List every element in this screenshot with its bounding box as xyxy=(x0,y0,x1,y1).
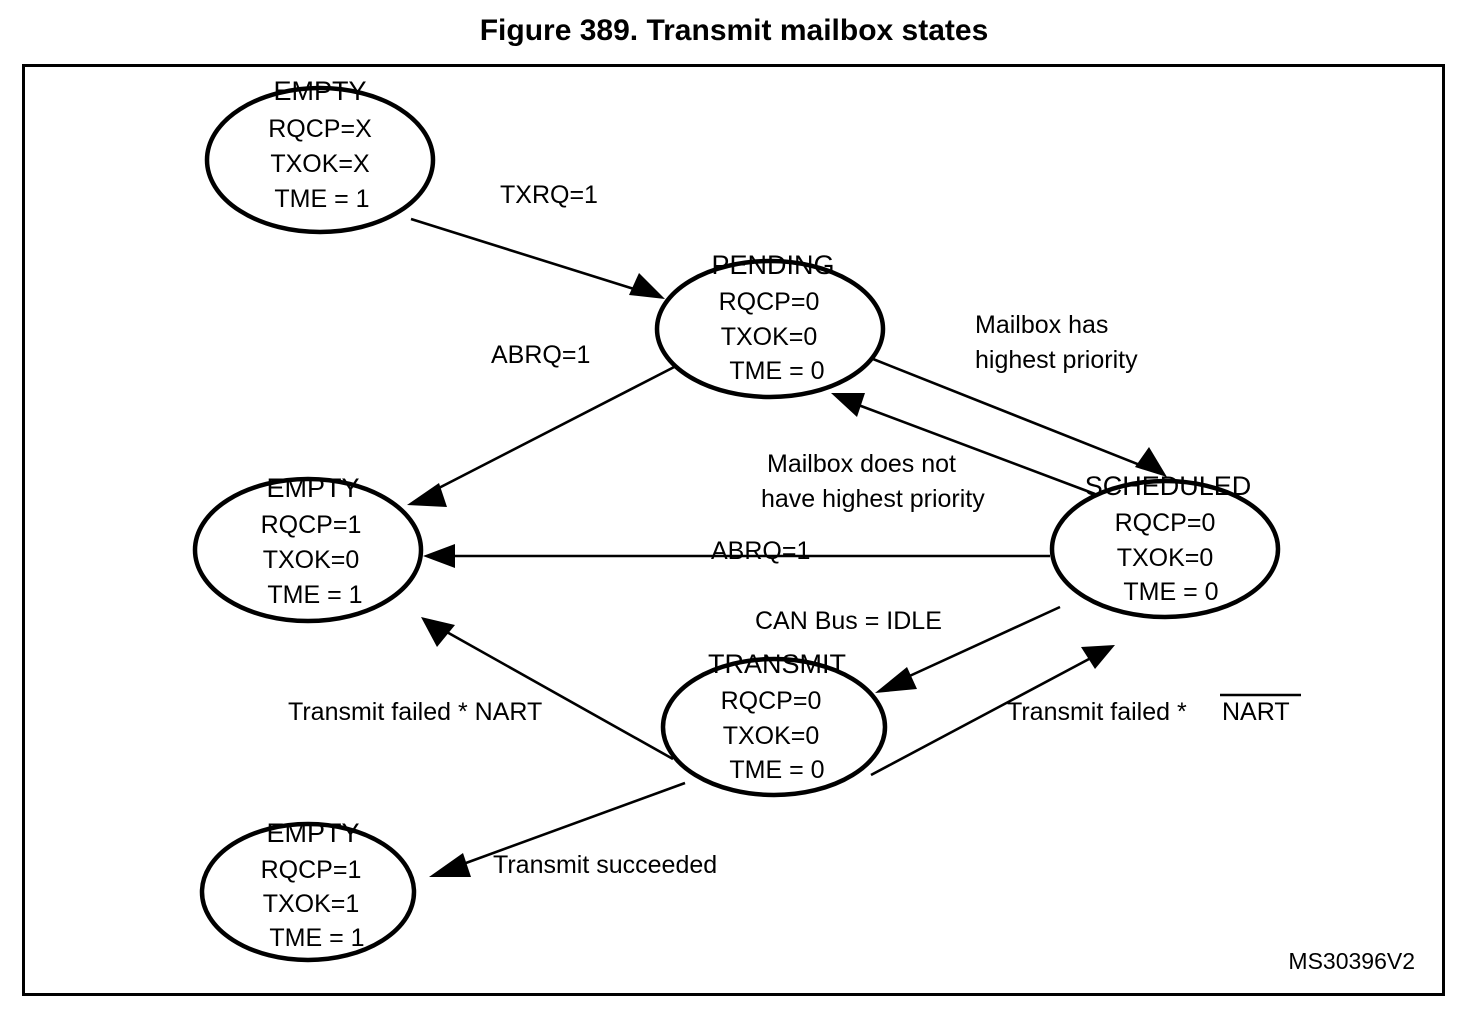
state-ellipse[interactable] xyxy=(192,476,424,624)
state-field: TXOK=1 xyxy=(263,890,360,918)
state-field: TME = 0 xyxy=(729,756,824,784)
state-field: RQCP=0 xyxy=(721,687,822,715)
state-field: TXOK=X xyxy=(270,150,370,178)
state-ellipse[interactable] xyxy=(204,85,436,235)
edge-line xyxy=(432,362,681,493)
edge-line xyxy=(872,357,1156,473)
edge-line xyxy=(444,629,674,761)
edge-label-text: Transmit failed * NART xyxy=(288,698,542,726)
state-ellipse[interactable] xyxy=(199,821,417,963)
transition-pending-to-scheduled xyxy=(872,357,1167,477)
state-field: TXOK=0 xyxy=(723,722,820,750)
state-name: PENDING xyxy=(711,250,834,280)
edge-label-line: have highest priority xyxy=(761,485,985,513)
edge-label-line: highest priority xyxy=(975,346,1138,374)
edge-label-prefix: Transmit failed * xyxy=(1007,698,1187,726)
arrow-head xyxy=(831,393,865,417)
arrow-head xyxy=(407,483,447,507)
arrow-head xyxy=(429,853,471,877)
edge-label-line: Mailbox does not xyxy=(767,450,956,478)
state-empty-initial[interactable]: EMPTY RQCP=X TXOK=X TME = 1 xyxy=(204,76,436,235)
transition-scheduled-to-empty xyxy=(423,544,1050,568)
arrow-head xyxy=(629,273,665,299)
state-transmit[interactable]: TRANSMIT RQCP=0 TXOK=0 TME = 0 xyxy=(660,649,888,798)
edge-label-transmit-failed-nart-bar: Transmit failed * NART xyxy=(1007,693,1301,726)
transition-transmit-to-empty-succeeded xyxy=(429,781,686,877)
state-name: EMPTY xyxy=(273,76,366,106)
figure-corner-code: MS30396V2 xyxy=(1288,948,1415,974)
transition-empty-to-pending xyxy=(410,217,665,299)
state-empty-succeeded[interactable]: EMPTY RQCP=1 TXOK=1 TME = 1 xyxy=(199,818,417,963)
state-field: RQCP=1 xyxy=(261,511,362,539)
state-field: TME = 0 xyxy=(1123,578,1218,606)
edge-label-line: Mailbox has xyxy=(975,311,1108,339)
state-field: TXOK=0 xyxy=(721,323,818,351)
state-ellipse[interactable] xyxy=(1049,478,1281,620)
edge-label-abrq-pending: ABRQ=1 xyxy=(491,341,590,369)
page-title: Figure 389. Transmit mailbox states xyxy=(479,14,989,47)
transition-pending-to-empty xyxy=(407,362,681,507)
edge-label-mailbox-no-priority: Mailbox does not have highest priority xyxy=(761,450,985,513)
state-field: RQCP=X xyxy=(268,115,372,143)
state-field: TME = 1 xyxy=(274,185,369,213)
edge-line xyxy=(410,217,654,297)
edge-line xyxy=(852,401,1096,496)
arrow-head xyxy=(421,617,455,647)
arrow-head xyxy=(423,544,455,568)
state-name: EMPTY xyxy=(266,473,359,503)
edge-label-nart-overlined: NART xyxy=(1222,698,1290,726)
state-field: TME = 0 xyxy=(729,357,824,385)
state-name: SCHEDULED xyxy=(1085,471,1252,501)
edge-label-transmit-succeeded: Transmit succeeded xyxy=(493,851,717,879)
state-empty-aborted[interactable]: EMPTY RQCP=1 TXOK=0 TME = 1 xyxy=(192,473,424,624)
state-field: TXOK=0 xyxy=(1117,544,1214,572)
state-ellipse[interactable] xyxy=(654,258,886,400)
edge-label-transmit-failed-nart: Transmit failed * NART xyxy=(288,698,542,726)
state-ellipse[interactable] xyxy=(660,656,888,798)
edge-label-mailbox-has-priority: Mailbox has highest priority xyxy=(975,311,1138,374)
diagram-frame: EMPTY RQCP=X TXOK=X TME = 1 PENDING RQCP… xyxy=(22,64,1445,996)
state-scheduled[interactable]: SCHEDULED RQCP=0 TXOK=0 TME = 0 xyxy=(1049,471,1281,620)
state-name: EMPTY xyxy=(266,818,359,848)
transition-transmit-to-scheduled-failed xyxy=(870,645,1115,777)
state-field: TXOK=0 xyxy=(263,546,360,574)
arrow-head xyxy=(1135,447,1167,477)
transition-scheduled-to-pending xyxy=(831,393,1096,496)
state-field: TME = 1 xyxy=(269,924,364,952)
arrow-head xyxy=(875,667,917,693)
transition-transmit-to-empty-failed xyxy=(421,617,674,761)
arrow-head xyxy=(1081,645,1115,669)
edge-line xyxy=(870,657,1090,777)
state-field: TME = 1 xyxy=(267,581,362,609)
edge-label-txrq: TXRQ=1 xyxy=(500,181,598,209)
state-field: RQCP=0 xyxy=(719,288,820,316)
transition-scheduled-to-transmit xyxy=(875,605,1061,693)
state-pending[interactable]: PENDING RQCP=0 TXOK=0 TME = 0 xyxy=(654,250,886,400)
edge-label-can-bus-idle: CAN Bus = IDLE xyxy=(755,607,942,635)
edge-line xyxy=(902,605,1061,681)
state-name: TRANSMIT xyxy=(708,649,846,679)
edge-line xyxy=(454,781,686,869)
edge-label-abrq-scheduled: ABRQ=1 xyxy=(711,537,810,565)
state-field: RQCP=0 xyxy=(1115,509,1216,537)
state-diagram: EMPTY RQCP=X TXOK=X TME = 1 PENDING RQCP… xyxy=(192,76,1415,974)
state-field: RQCP=1 xyxy=(261,856,362,884)
